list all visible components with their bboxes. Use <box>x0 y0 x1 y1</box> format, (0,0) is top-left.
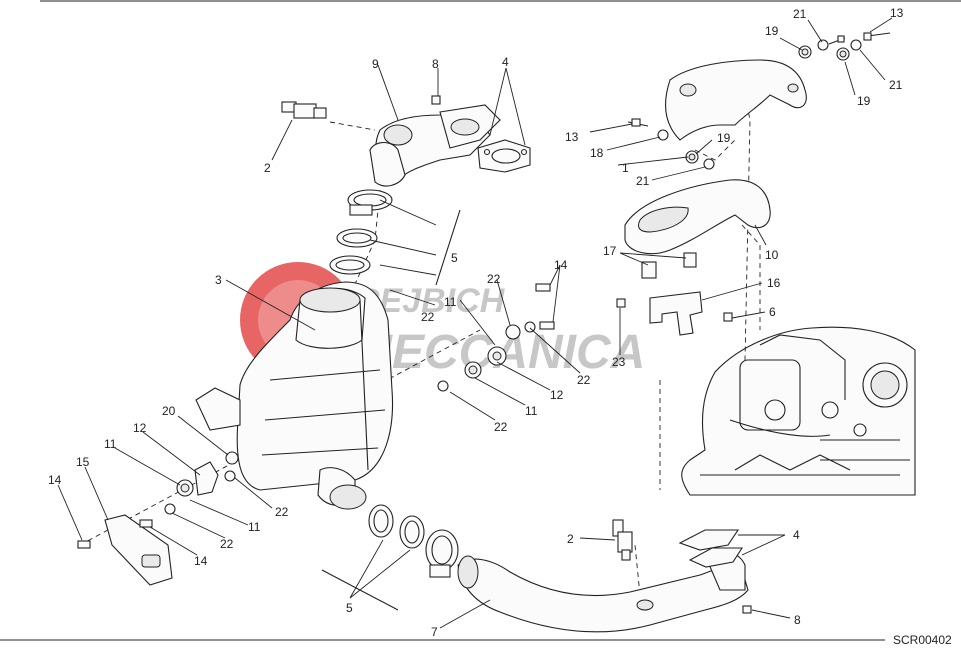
callout-12-center: 12 <box>550 388 564 402</box>
callout-19-mid: 19 <box>717 131 731 145</box>
callout-4-upper: 4 <box>502 55 509 69</box>
callout-11-left: 11 <box>104 437 117 451</box>
callout-6: 6 <box>769 305 776 319</box>
guide-sensor-top <box>329 121 376 131</box>
callout-13-left: 13 <box>565 130 579 144</box>
callout-22-center: 22 <box>494 420 508 434</box>
callout-21-mid: 21 <box>636 174 650 188</box>
gasket-upper <box>477 139 531 173</box>
heat-shield-upper <box>664 59 807 141</box>
callout-8-lower: 8 <box>794 613 801 627</box>
callout-22-left: 22 <box>275 505 289 519</box>
callout-11-upper: 11 <box>444 295 457 309</box>
exhaust-pipe-lower <box>457 550 752 633</box>
callout-2-lower: 2 <box>567 532 574 546</box>
callout-16: 16 <box>767 276 781 290</box>
hardware-top-right <box>616 32 891 322</box>
clip-right <box>683 252 697 268</box>
callout-18: 18 <box>590 146 604 160</box>
callout-22-right: 22 <box>577 373 591 387</box>
callout-11-center: 11 <box>525 404 538 418</box>
exhaust-elbow-upper <box>369 95 501 187</box>
callout-5-upper: 5 <box>451 251 458 265</box>
callout-11-lower: 11 <box>248 520 261 534</box>
callout-labels: 1 2 2 3 4 4 5 5 6 7 8 8 9 10 11 11 11 11… <box>48 6 904 639</box>
callout-5-lower: 5 <box>346 601 353 615</box>
callout-22-lower: 22 <box>220 537 234 551</box>
clamp-upper <box>329 189 393 275</box>
bracket <box>649 291 703 336</box>
callout-20: 20 <box>162 404 176 418</box>
guide-lower-sensor <box>634 544 641 596</box>
callout-19-right: 19 <box>857 94 871 108</box>
callout-14-center: 14 <box>554 258 568 272</box>
callout-12-left: 12 <box>133 421 147 435</box>
mount-hardware-left <box>77 451 239 586</box>
callout-9: 9 <box>372 57 379 71</box>
callout-23: 23 <box>612 355 626 369</box>
callout-22-upper: 22 <box>487 272 501 286</box>
engine-block <box>681 326 916 496</box>
callout-19-top: 19 <box>765 24 779 38</box>
bracket-5-upper <box>435 209 461 286</box>
guide-heatshield <box>744 94 751 361</box>
callout-2-top: 2 <box>264 161 271 175</box>
callout-21-top: 21 <box>793 7 807 21</box>
callout-3: 3 <box>215 273 222 287</box>
gasket-lower <box>678 529 744 568</box>
callout-14-left: 14 <box>48 473 62 487</box>
guide-heatshield-bolt <box>694 139 736 161</box>
callout-8-upper: 8 <box>432 57 439 71</box>
callout-7: 7 <box>431 625 438 639</box>
callout-17: 17 <box>603 244 617 258</box>
callout-1: 1 <box>622 161 629 175</box>
clip-left <box>641 261 657 279</box>
callout-15: 15 <box>76 455 90 469</box>
lambda-sensor-top <box>281 101 327 119</box>
callout-21-right: 21 <box>889 78 903 92</box>
callout-22-clamp: 22 <box>421 310 435 324</box>
callout-10: 10 <box>765 248 779 262</box>
clamp-lower <box>368 504 459 578</box>
callout-13-right: 13 <box>890 6 904 20</box>
leader-lines <box>57 17 893 629</box>
lambda-sensor-lower <box>612 519 633 561</box>
callout-14-lower: 14 <box>194 554 208 568</box>
heat-shield-lower <box>624 179 771 255</box>
drawing-code: SCR00402 <box>893 633 952 647</box>
callout-4-lower: 4 <box>793 528 800 542</box>
mount-hardware-center <box>437 283 555 392</box>
guide-bracket <box>741 224 761 330</box>
muffler <box>195 281 394 510</box>
